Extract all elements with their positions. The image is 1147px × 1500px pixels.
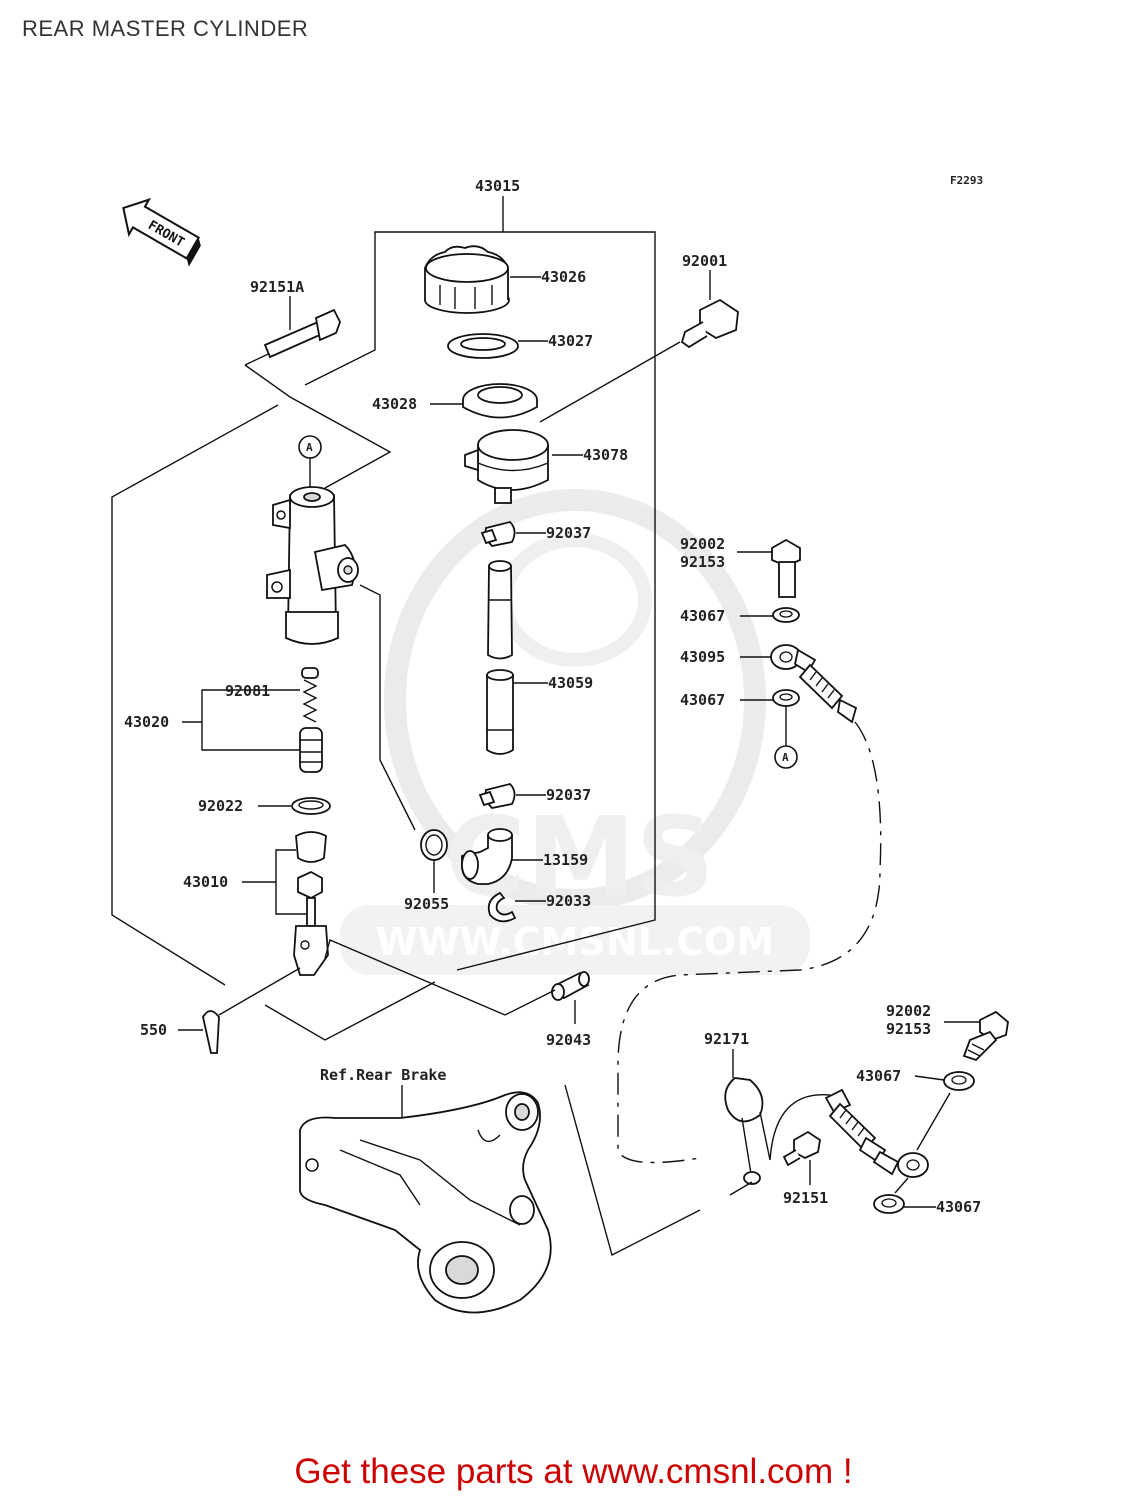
part-label-43015: 43015 bbox=[475, 177, 520, 195]
part-label-92153-lower: 92153 bbox=[886, 1020, 931, 1038]
svg-text:A: A bbox=[306, 441, 313, 454]
hose-clamp-upper bbox=[480, 521, 516, 547]
part-label-43010: 43010 bbox=[183, 873, 228, 891]
hose-clamp-lower bbox=[478, 783, 516, 809]
washer-43067-c bbox=[943, 1071, 975, 1091]
hose-end-lower bbox=[824, 1088, 929, 1178]
part-label-92081: 92081 bbox=[225, 682, 270, 700]
master-cylinder-body bbox=[266, 486, 359, 645]
part-label-43095: 43095 bbox=[680, 648, 725, 666]
part-label-92151: 92151 bbox=[783, 1189, 828, 1207]
banjo-bolt-upper bbox=[771, 538, 801, 598]
part-label-43059: 43059 bbox=[548, 674, 593, 692]
diaphragm bbox=[462, 383, 538, 419]
pin-92043 bbox=[551, 971, 590, 1001]
part-label-92153-upper: 92153 bbox=[680, 553, 725, 571]
part-label-43078: 43078 bbox=[583, 446, 628, 464]
rear-brake-bracket bbox=[299, 1091, 552, 1314]
part-label-92033: 92033 bbox=[546, 892, 591, 910]
figure-code: F2293 bbox=[950, 174, 983, 187]
leader-92055 bbox=[359, 584, 416, 831]
part-label-92037-lower: 92037 bbox=[546, 786, 591, 804]
part-label-43020: 43020 bbox=[124, 713, 169, 731]
part-label-92001: 92001 bbox=[682, 252, 727, 270]
diaphragm-plate bbox=[447, 333, 519, 359]
part-label-92151A: 92151A bbox=[250, 278, 304, 296]
part-label-43026: 43026 bbox=[541, 268, 586, 286]
parts-diagram: CMS WWW.CMSNL.COM F2293 FRONT 43015 4302… bbox=[111, 174, 1009, 1314]
bolt-92151A bbox=[263, 308, 341, 359]
hose-guide-92171 bbox=[724, 1077, 831, 1185]
bracket-link-line bbox=[564, 1084, 701, 1257]
pin-axis-line bbox=[324, 939, 506, 1016]
elbow-fitting bbox=[461, 828, 513, 885]
bolt-92151 bbox=[782, 1130, 821, 1167]
washer-43067-a bbox=[772, 607, 800, 623]
part-label-43067-a: 43067 bbox=[680, 607, 725, 625]
bracket-43010 bbox=[242, 849, 306, 915]
part-label-92043: 92043 bbox=[546, 1031, 591, 1049]
ref-rear-brake-label: Ref.Rear Brake bbox=[320, 1066, 446, 1084]
part-label-92055: 92055 bbox=[404, 895, 449, 913]
piston-spring bbox=[299, 667, 323, 773]
banjo-fitting-43095 bbox=[770, 644, 858, 724]
part-label-43067-b: 43067 bbox=[680, 691, 725, 709]
circlip-92022 bbox=[291, 797, 331, 815]
reference-mark-a-right: A bbox=[774, 706, 798, 769]
cta-banner[interactable]: Get these parts at www.cmsnl.com ! bbox=[294, 1452, 853, 1491]
washer-43067-d bbox=[873, 1194, 905, 1214]
page-title: REAR MASTER CYLINDER bbox=[22, 16, 309, 41]
assembly-bracket-43015 bbox=[374, 196, 656, 335]
reference-mark-a-top: A bbox=[298, 435, 322, 492]
part-label-43027: 43027 bbox=[548, 332, 593, 350]
washer-43067-b bbox=[772, 689, 800, 707]
part-label-92171: 92171 bbox=[704, 1030, 749, 1048]
push-rod bbox=[293, 831, 329, 976]
part-label-43067-d: 43067 bbox=[936, 1198, 981, 1216]
part-label-92022: 92022 bbox=[198, 797, 243, 815]
banjo-bolt-lower bbox=[962, 1010, 1009, 1062]
reservoir bbox=[464, 429, 549, 504]
part-label-550: 550 bbox=[140, 1021, 167, 1039]
circlip-92033 bbox=[487, 891, 517, 923]
front-arrow-icon: FRONT bbox=[122, 197, 201, 267]
part-label-43028: 43028 bbox=[372, 395, 417, 413]
part-label-92002-lower: 92002 bbox=[886, 1002, 931, 1020]
part-label-13159: 13159 bbox=[543, 851, 588, 869]
part-label-43067-c: 43067 bbox=[856, 1067, 901, 1085]
reservoir-hose bbox=[486, 560, 514, 755]
cotter-pin bbox=[202, 1010, 220, 1054]
watermark-url: WWW.CMSNL.COM bbox=[376, 920, 775, 964]
part-label-92037-upper: 92037 bbox=[546, 524, 591, 542]
part-label-92002-upper: 92002 bbox=[680, 535, 725, 553]
reservoir-cap bbox=[424, 245, 510, 314]
bolt-92001 bbox=[680, 298, 739, 349]
brake-hose-path bbox=[617, 721, 882, 1164]
svg-text:A: A bbox=[782, 751, 789, 764]
o-ring-92055 bbox=[420, 829, 448, 861]
bracket-43020 bbox=[182, 689, 300, 751]
